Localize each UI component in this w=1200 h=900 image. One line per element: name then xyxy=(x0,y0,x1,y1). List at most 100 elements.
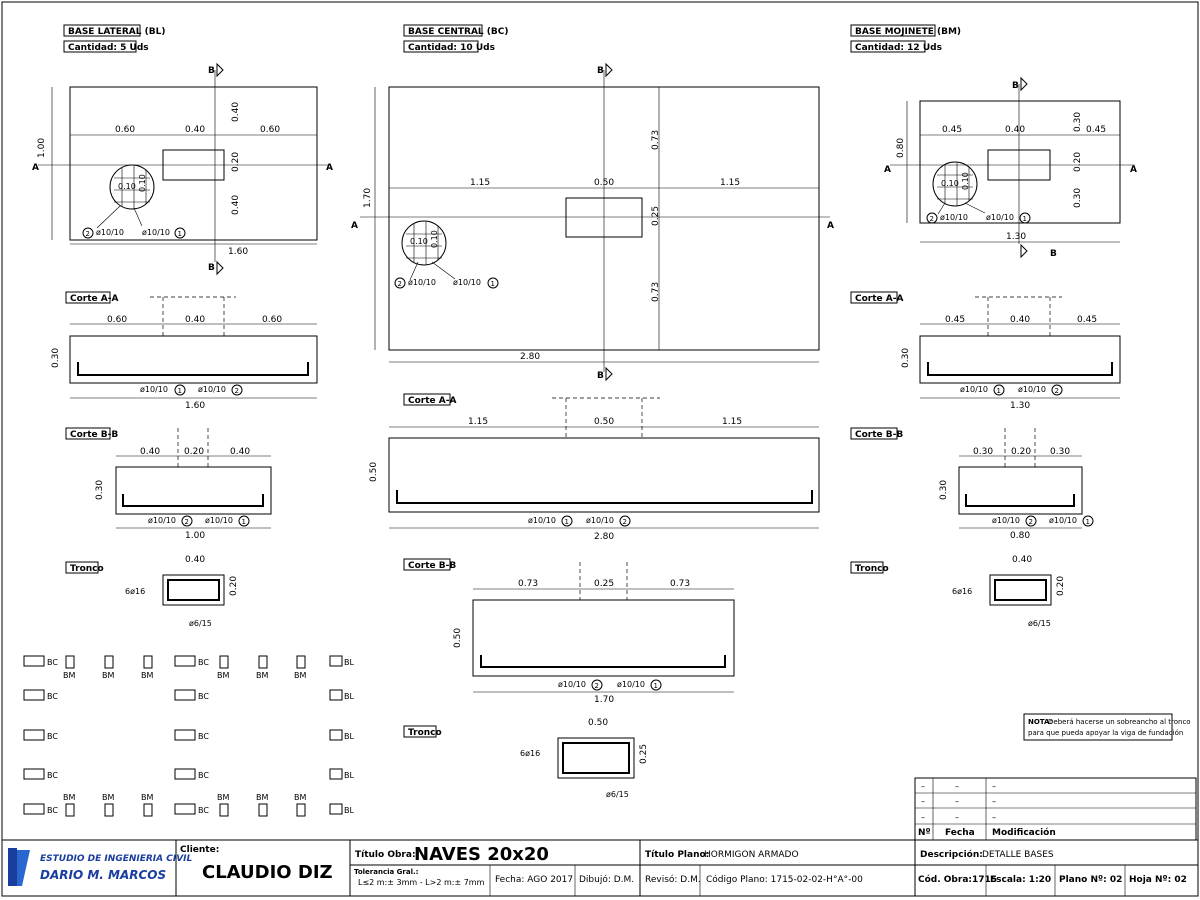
bl-dim-020: 0.20 xyxy=(231,152,241,172)
bm-axis-b-bottom: B xyxy=(1050,249,1057,259)
work-code: Cód. Obra:1715 xyxy=(918,874,997,885)
bl-corte-bb-bar-2: ø10/10 xyxy=(148,516,176,525)
bm-dim-045-left: 0.45 xyxy=(942,125,962,135)
bl-corte-bb-rebar xyxy=(122,494,264,507)
bl-qty: Cantidad: 5 Uds xyxy=(68,43,149,53)
bc-tronco-025: 0.25 xyxy=(639,744,649,764)
bc-dim-073-bottom: 0.73 xyxy=(651,282,661,302)
firm-logo-bar xyxy=(8,848,17,886)
bl-tronco-040: 0.40 xyxy=(185,555,205,565)
bl-tronco-020: 0.20 xyxy=(229,576,239,596)
bl-mesh-spacing-y: 0.10 xyxy=(138,174,147,192)
bc-tronco-section xyxy=(557,737,635,779)
revision-row-num: – xyxy=(921,797,925,806)
bc-dim-115-left: 1.15 xyxy=(470,178,490,188)
bc-marker-1-num: 1 xyxy=(491,280,495,288)
bm-corte-bb-030-left: 0.30 xyxy=(973,447,993,457)
bc-axis-b-top-arrow xyxy=(605,62,613,78)
bl-corte-aa-bar-2: ø10/10 xyxy=(198,385,226,394)
base-lateral-group: BASE LATERAL (BL) Cantidad: 5 Uds A A B … xyxy=(32,24,333,628)
bc-tronco-stirrup xyxy=(562,742,630,774)
bl-corte-bb-030: 0.30 xyxy=(95,480,105,500)
bc-axis-b-top: B xyxy=(597,66,604,76)
bc-marker-2-num: 2 xyxy=(398,280,402,288)
bm-bar-2: ø10/10 xyxy=(940,213,968,222)
bl-dim-040: 0.40 xyxy=(185,125,205,135)
tolerance-value: L≤2 m:± 3mm - L>2 m:± 7mm xyxy=(358,878,485,887)
bc-corte-bb-marker-1-num: 1 xyxy=(654,682,658,690)
plan-title: HORMIGON ARMADO xyxy=(704,850,799,860)
bm-corte-bb-box xyxy=(850,427,898,440)
layout-bc-marker xyxy=(174,729,196,741)
layout-bm-label: BM xyxy=(217,793,229,802)
plan-code: Código Plano: 1715-02-02-H°A°-00 xyxy=(706,874,863,885)
layout-bm-label: BM xyxy=(141,671,153,680)
bc-leader-1 xyxy=(431,261,456,280)
bm-mesh-spacing-x: 0.10 xyxy=(941,179,959,188)
revision-num-header: Nº xyxy=(918,828,931,838)
layout-bm-marker xyxy=(296,803,306,817)
bm-corte-aa-marker-2 xyxy=(1051,384,1063,396)
layout-bc-label: BC xyxy=(198,771,209,780)
bl-title-box xyxy=(63,24,141,37)
bc-marker-1 xyxy=(487,277,499,289)
layout-bc-marker xyxy=(23,803,45,815)
bm-marker-1 xyxy=(1019,212,1031,224)
bl-corte-aa-030: 0.30 xyxy=(51,348,61,368)
layout-bl-marker xyxy=(329,655,343,667)
bm-axis-a-right: A xyxy=(1130,165,1137,175)
work-title: NAVES 20x20 xyxy=(414,844,549,865)
bm-corte-aa-marker-2-num: 2 xyxy=(1055,387,1059,395)
layout-bl-label: BL xyxy=(344,806,354,815)
layout-bc-marker xyxy=(174,689,196,701)
firm-logo: ESTUDIO DE INGENIERIA CIVIL DARIO M. MAR… xyxy=(8,848,193,886)
bc-corte-bb-073-left: 0.73 xyxy=(518,579,538,589)
bc-corte-aa-050: 0.50 xyxy=(594,417,614,427)
layout-bm-label: BM xyxy=(256,793,268,802)
bm-tronco-section xyxy=(989,574,1052,606)
bc-corte-bb-label: Corte B-B xyxy=(408,561,456,571)
bc-rebar-detail xyxy=(401,220,447,266)
note-box: NOTA: Deberá hacerse un sobreancho al tr… xyxy=(1023,713,1191,741)
layout-bm-marker xyxy=(258,803,268,817)
bc-corte-bb-rebar xyxy=(480,655,726,668)
bm-corte-bb-080: 0.80 xyxy=(1010,531,1030,541)
layout-bl-label: BL xyxy=(344,692,354,701)
firm-name-line1: ESTUDIO DE INGENIERIA CIVIL xyxy=(40,854,193,864)
layout-bm-label: BM xyxy=(102,671,114,680)
bm-axis-b-top: B xyxy=(1012,81,1019,91)
bc-corte-aa-marker-2 xyxy=(619,515,631,527)
bl-axis-a-right: A xyxy=(326,163,333,173)
layout-bc-marker xyxy=(174,768,196,780)
layout-bm-label: BM xyxy=(217,671,229,680)
layout-bc-label: BC xyxy=(198,692,209,701)
revision-row-date: – xyxy=(955,797,959,806)
bc-rebar-mesh xyxy=(406,222,442,264)
bm-corte-aa-rebar xyxy=(927,362,1113,376)
bl-marker-1 xyxy=(174,227,186,239)
bm-corte-aa-bar-2: ø10/10 xyxy=(1018,385,1046,394)
layout-bl-label: BL xyxy=(344,771,354,780)
bl-corte-bb-marker-2 xyxy=(181,515,193,527)
bm-tronco-stirrup xyxy=(994,579,1047,601)
bm-rebar-detail xyxy=(932,161,978,207)
bc-corte-aa-115-left: 1.15 xyxy=(468,417,488,427)
bc-corte-bb-025: 0.25 xyxy=(594,579,614,589)
layout-bm-marker xyxy=(104,655,114,669)
work-title-label: Título Obra: xyxy=(355,850,416,860)
revision-row-mod: – xyxy=(992,782,996,791)
bc-axis-a-right: A xyxy=(827,221,834,231)
bl-corte-aa-box xyxy=(65,291,111,304)
layout-bl-marker xyxy=(329,768,343,780)
bc-corte-aa-bar-2: ø10/10 xyxy=(586,516,614,525)
bc-mesh-spacing-x: 0.10 xyxy=(410,237,428,246)
base-mojinete-group: BASE MOJINETE (BM) Cantidad: 12 Uds A A … xyxy=(850,24,1137,628)
bc-axis-a-left: A xyxy=(351,221,358,231)
bc-tronco-label: Tronco xyxy=(408,728,442,738)
note-line1: Deberá hacerse un sobreancho al tronco xyxy=(1048,718,1191,726)
bc-tronco-stirrups: ø6/15 xyxy=(606,790,629,799)
bm-qty-box xyxy=(850,40,926,53)
client-name: CLAUDIO DIZ xyxy=(202,862,333,883)
bl-bar-1: ø10/10 xyxy=(142,228,170,237)
bm-marker-2-num: 2 xyxy=(930,215,934,223)
